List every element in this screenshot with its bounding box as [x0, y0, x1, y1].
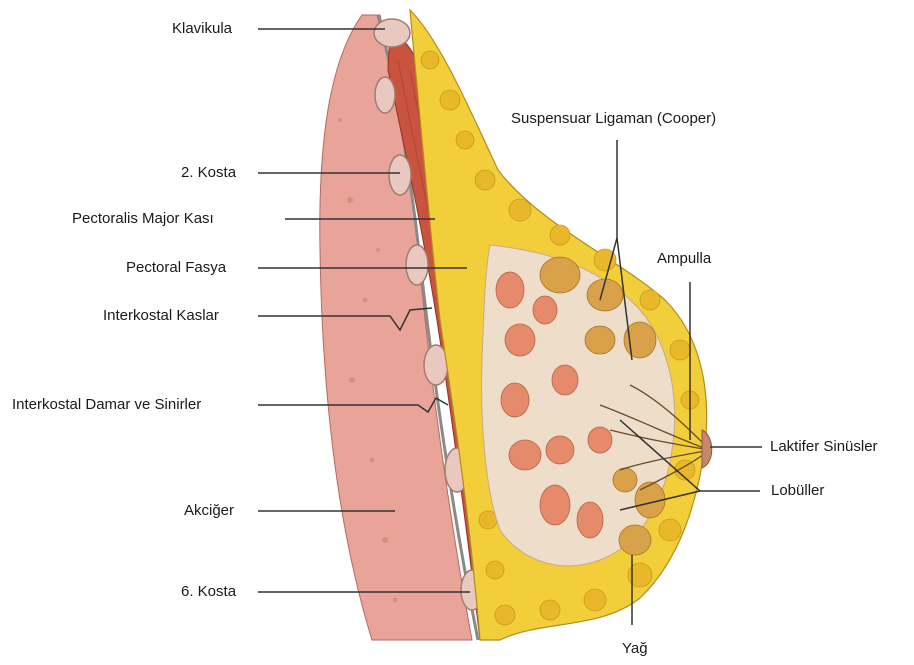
rib-4: [406, 245, 428, 285]
label-kosta6: 6. Kosta: [181, 583, 236, 601]
nipple: [702, 430, 712, 468]
label-suspensuar: Suspensuar Ligaman (Cooper): [511, 110, 716, 128]
rib-3: [375, 77, 395, 113]
label-ampulla: Ampulla: [657, 250, 711, 268]
label-kosta2: 2. Kosta: [181, 164, 236, 182]
label-interkostal-damar: Interkostal Damar ve Sinirler: [12, 396, 201, 414]
label-yag: Yağ: [622, 640, 648, 658]
rib-2: [389, 155, 411, 195]
label-pectoralis-major: Pectoralis Major Kası: [72, 210, 214, 228]
rib-1: [374, 19, 410, 47]
label-klavikula: Klavikula: [172, 20, 232, 38]
label-laktifer: Laktifer Sinüsler: [770, 438, 878, 456]
label-akciger: Akciğer: [184, 502, 234, 520]
label-pectoral-fasya: Pectoral Fasya: [126, 259, 226, 277]
label-lobuller: Lobüller: [771, 482, 824, 500]
label-interkostal-kaslar: Interkostal Kaslar: [103, 307, 219, 325]
